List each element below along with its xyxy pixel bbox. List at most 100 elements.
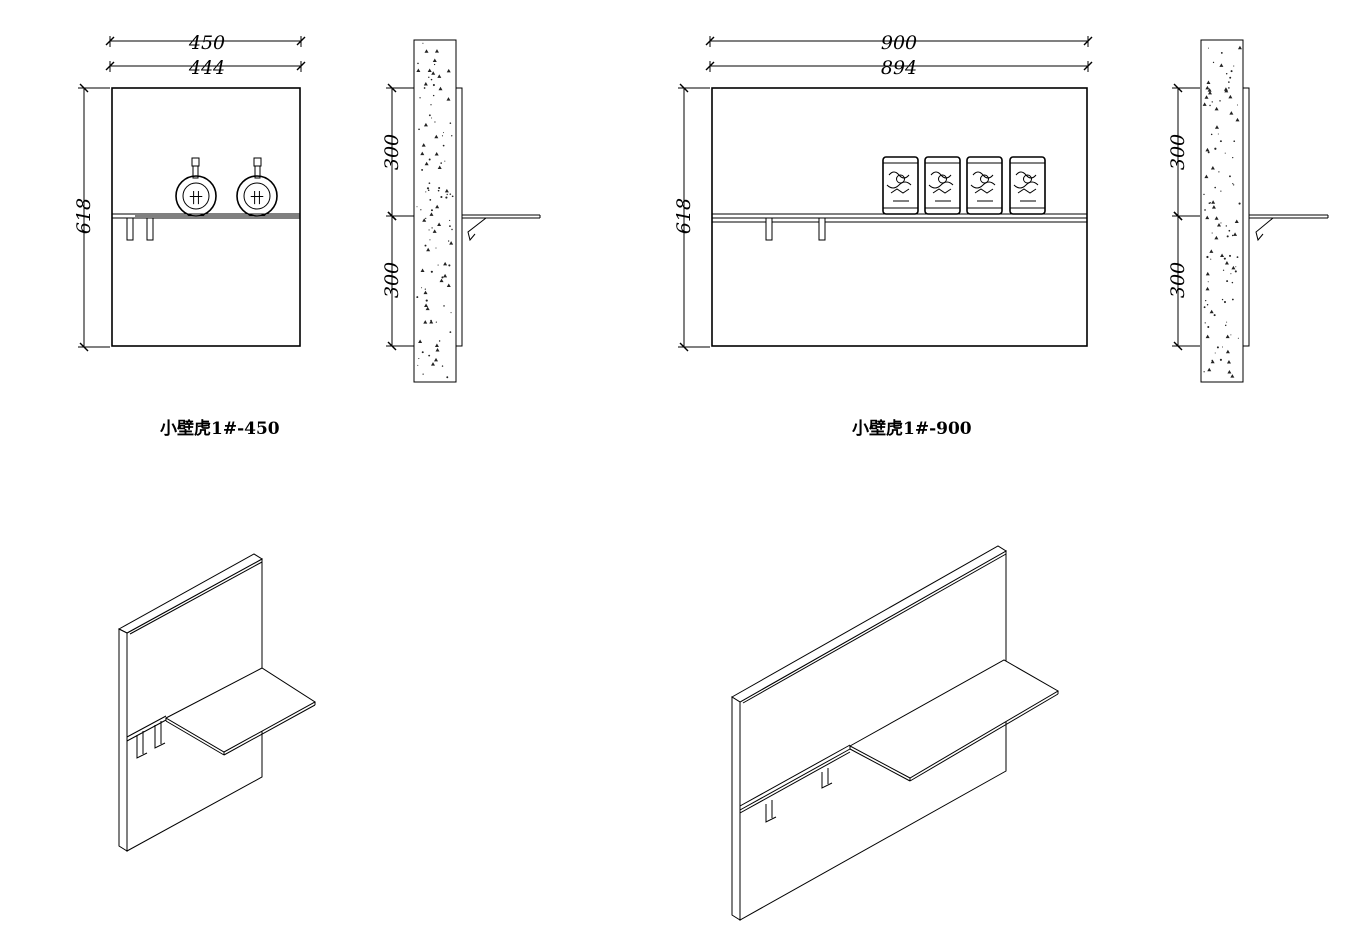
concrete-aggregate bbox=[1210, 133, 1213, 136]
bracket bbox=[765, 217, 773, 241]
concrete-aggregate bbox=[430, 209, 433, 212]
concrete-aggregate bbox=[1225, 349, 1230, 354]
concrete-aggregate bbox=[437, 264, 439, 266]
bottle-label-glyph: 卄 bbox=[189, 191, 203, 207]
concrete-aggregate bbox=[1209, 104, 1211, 107]
concrete-aggregate bbox=[1213, 314, 1216, 317]
concrete-aggregate bbox=[434, 49, 439, 53]
dimension-width-900: 900 bbox=[705, 32, 1093, 54]
concrete-aggregate bbox=[434, 357, 439, 362]
concrete-aggregate bbox=[442, 144, 445, 147]
concrete-aggregate bbox=[446, 68, 451, 73]
concrete-aggregate bbox=[450, 312, 452, 314]
concrete-aggregate bbox=[1224, 261, 1229, 265]
can bbox=[1009, 156, 1046, 215]
concrete-aggregate bbox=[1208, 202, 1211, 204]
concrete-aggregate bbox=[437, 189, 440, 192]
concrete-aggregate bbox=[1203, 193, 1205, 196]
can bbox=[966, 156, 1003, 215]
concrete-aggregate bbox=[443, 305, 445, 307]
concrete-aggregate bbox=[1217, 223, 1222, 227]
concrete-aggregate bbox=[1225, 73, 1228, 75]
concrete-aggregate bbox=[434, 343, 439, 347]
concrete-aggregate bbox=[430, 319, 432, 322]
concrete-aggregate bbox=[1207, 47, 1209, 49]
concrete-aggregate bbox=[427, 68, 432, 72]
concrete-aggregate bbox=[423, 87, 426, 89]
concrete-texture bbox=[416, 42, 454, 379]
concrete-aggregate bbox=[1230, 273, 1232, 275]
concrete-aggregate bbox=[1226, 280, 1229, 283]
caption-small-unit: 小壁虎1#-450 bbox=[160, 419, 280, 439]
side-section-450: 300 300 bbox=[381, 39, 541, 383]
concrete-aggregate bbox=[1233, 232, 1238, 236]
concrete-aggregate bbox=[1233, 140, 1236, 143]
concrete-aggregate bbox=[1206, 255, 1209, 259]
bracket bbox=[818, 217, 826, 241]
concrete-aggregate bbox=[428, 229, 430, 231]
concrete-aggregate bbox=[418, 357, 420, 360]
concrete-aggregate bbox=[1231, 281, 1234, 284]
iso-bracket bbox=[136, 731, 148, 759]
iso-bracket bbox=[154, 721, 166, 749]
concrete-aggregate bbox=[1217, 133, 1219, 135]
back-panel-900 bbox=[711, 87, 1088, 347]
concrete-aggregate bbox=[437, 222, 442, 227]
concrete-aggregate bbox=[449, 193, 452, 195]
isometric-view-450 bbox=[117, 553, 316, 852]
dimension-height-618-small: 618 bbox=[73, 83, 110, 352]
concrete-aggregate bbox=[428, 182, 431, 184]
concrete-aggregate bbox=[1223, 301, 1227, 304]
concrete-aggregate bbox=[1226, 235, 1229, 238]
concrete-wall bbox=[413, 39, 457, 383]
concrete-aggregate bbox=[441, 135, 444, 137]
concrete-aggregate bbox=[430, 104, 432, 106]
concrete-aggregate bbox=[432, 83, 435, 87]
concrete-aggregate bbox=[443, 273, 448, 278]
concrete-aggregate bbox=[1218, 171, 1220, 173]
concrete-aggregate bbox=[440, 162, 442, 164]
front-elevation-450: 450 444 618 卄 bbox=[73, 32, 306, 352]
concrete-aggregate bbox=[422, 373, 424, 375]
concrete-aggregate bbox=[1231, 298, 1234, 301]
concrete-aggregate bbox=[425, 191, 427, 193]
concrete-aggregate bbox=[449, 241, 454, 245]
concrete-aggregate bbox=[1222, 269, 1225, 271]
concrete-aggregate bbox=[423, 290, 428, 295]
concrete-aggregate bbox=[440, 195, 443, 199]
concrete-aggregate bbox=[451, 135, 453, 137]
concrete-aggregate bbox=[1227, 369, 1232, 374]
concrete-aggregate bbox=[426, 187, 430, 190]
concrete-aggregate bbox=[1202, 102, 1207, 106]
concrete-aggregate bbox=[1236, 256, 1239, 259]
concrete-aggregate bbox=[1229, 111, 1234, 115]
concrete-aggregate bbox=[434, 121, 436, 123]
concrete-aggregate bbox=[422, 42, 424, 44]
concrete-aggregate bbox=[1220, 190, 1222, 192]
concrete-aggregate bbox=[443, 261, 448, 266]
concrete-aggregate bbox=[1238, 202, 1241, 205]
concrete-aggregate bbox=[424, 49, 429, 53]
concrete-aggregate bbox=[443, 132, 445, 134]
concrete-wall bbox=[1200, 39, 1244, 383]
concrete-aggregate bbox=[1219, 63, 1224, 67]
concrete-aggregate bbox=[437, 74, 442, 78]
concrete-aggregate bbox=[417, 364, 419, 366]
concrete-aggregate bbox=[1219, 358, 1222, 361]
concrete-aggregate bbox=[1223, 257, 1226, 260]
concrete-aggregate bbox=[451, 195, 454, 198]
concrete-aggregate bbox=[1220, 222, 1222, 224]
concrete-aggregate bbox=[418, 339, 423, 343]
concrete-aggregate bbox=[421, 351, 424, 354]
concrete-aggregate bbox=[438, 186, 441, 189]
concrete-aggregate bbox=[1210, 165, 1215, 170]
dim-upper-large: 300 bbox=[1167, 134, 1189, 170]
concrete-aggregate bbox=[1210, 258, 1212, 260]
panel-section bbox=[455, 87, 463, 347]
concrete-aggregate bbox=[1214, 235, 1219, 240]
dim-inner-width-444: 444 bbox=[188, 57, 225, 79]
concrete-aggregate bbox=[428, 114, 431, 117]
concrete-aggregate bbox=[426, 247, 431, 252]
concrete-aggregate bbox=[1205, 334, 1210, 339]
concrete-aggregate bbox=[1214, 352, 1216, 354]
